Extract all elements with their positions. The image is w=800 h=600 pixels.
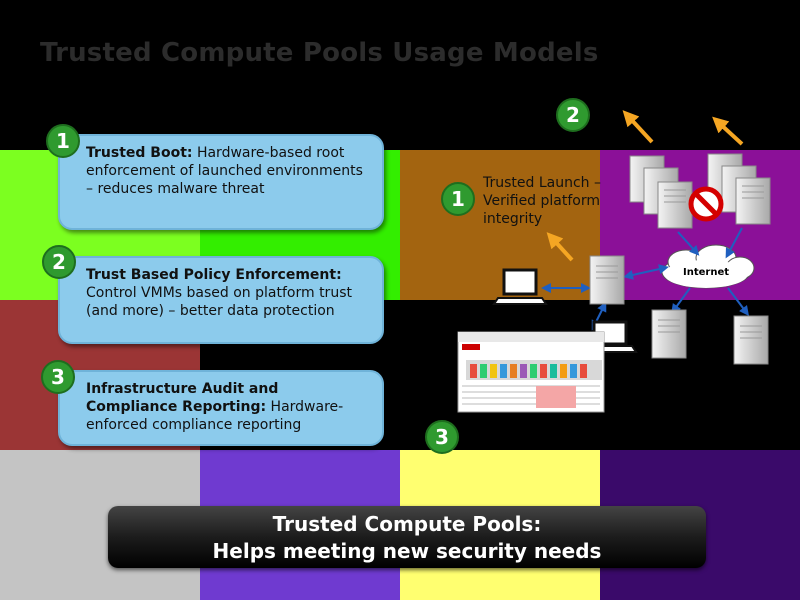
page-title: Trusted Compute Pools Usage Models [40,38,599,68]
diagram-badge-3: 3 [425,420,459,454]
server-cluster-icon [629,153,771,229]
card-number-badge: 2 [42,245,76,279]
card-trusted-boot: Trusted Boot: Hardware-based root enforc… [58,134,384,230]
card-number-badge: 3 [41,360,75,394]
card-heading: Trusted Boot: [86,145,193,161]
server-icon [733,315,769,365]
laptop-icon [492,268,548,305]
no-entry-icon [688,186,724,222]
internet-cloud-icon: Internet [661,244,755,289]
banner-line-1: Trusted Compute Pools: [272,512,542,536]
server-icon [651,309,687,359]
bg-bar-brown [400,150,600,300]
card-text: Control VMMs based on platform trust (an… [86,285,352,319]
trusted-launch-label: Trusted Launch – Verified platform integ… [483,175,602,227]
card-text: Hardware-based root enforcement of launc… [86,145,363,197]
network-connections [541,227,749,331]
card-heading: Infrastructure Audit and Compliance Repo… [86,381,279,415]
cloud-label: Internet [683,267,729,278]
card-number-badge: 1 [46,124,80,158]
server-icon [589,255,625,305]
card-text: Hardware-enforced compliance reporting [86,399,344,433]
diagram-badge-1: 1 [441,182,475,216]
card-audit-compliance: Infrastructure Audit and Compliance Repo… [58,370,384,446]
bg-top-black [0,0,800,150]
banner-line-2: Helps meeting new security needs [212,539,602,563]
card-heading: Trust Based Policy Enforcement: [86,267,342,283]
summary-banner: Trusted Compute Pools: Helps meeting new… [108,506,706,568]
card-policy-enforcement: Trust Based Policy Enforcement: Control … [58,256,384,344]
diagram-badge-2: 2 [556,98,590,132]
compliance-dashboard-image [457,331,605,413]
orange-arrow-icon [546,110,744,262]
